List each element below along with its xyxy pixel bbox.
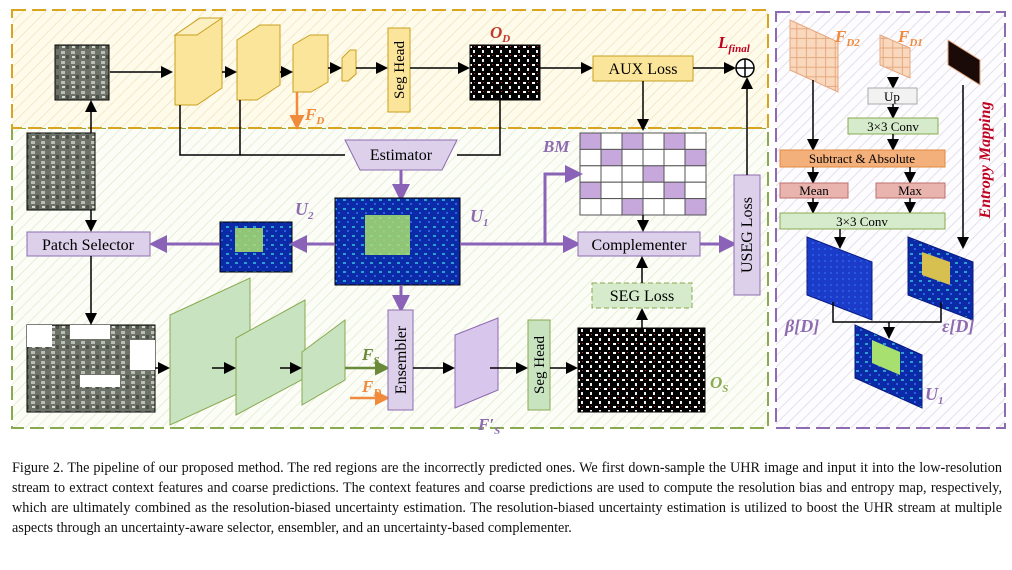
bm-cell: [621, 148, 644, 167]
beta-label: β[D]: [784, 316, 819, 336]
f-s-prime-label: F′S: [477, 415, 500, 437]
seg-head-top-label: Seg Head: [392, 41, 408, 99]
l-final-label: Lfinal: [717, 33, 751, 55]
bm-cell: [621, 181, 644, 200]
bm-cell: [684, 198, 707, 216]
bm-cell: [600, 132, 623, 150]
bm-cell: [579, 181, 602, 200]
f-d1-feature-grid: [879, 34, 911, 79]
final-prediction-image: [577, 327, 706, 413]
ensembler-box: [387, 309, 414, 411]
conv2-box: [779, 212, 946, 230]
complementer-box: [577, 231, 701, 257]
patch-selector-box: [26, 231, 151, 257]
conv2-label: 3×3 Conv: [836, 214, 888, 229]
seg-head-bottom: [527, 319, 551, 411]
bm-label: BM: [542, 137, 570, 156]
f-d-label: FD: [304, 105, 324, 127]
refined-feature-block: [454, 317, 499, 409]
bm-cell: [621, 165, 644, 183]
aux-loss-box: [592, 55, 694, 82]
bm-cell: [600, 165, 623, 183]
bm-cell: [579, 148, 602, 167]
uhr-input-image: [26, 132, 96, 211]
epsilon-label: ε[D]: [942, 316, 974, 336]
bm-cell: [684, 148, 707, 167]
max-label: Max: [898, 183, 922, 198]
bm-cell: [642, 198, 665, 216]
estimator-box: [344, 139, 458, 171]
subtract-absolute-label: Subtract & Absolute: [809, 151, 915, 166]
bm-cell: [621, 132, 644, 150]
estimator-label: Estimator: [370, 147, 433, 164]
complementer-label: Complementer: [591, 237, 687, 254]
mean-box: [779, 182, 849, 199]
bm-cell: [684, 132, 707, 150]
f-d2-label: FD2: [834, 27, 860, 49]
patch-selector-label: Patch Selector: [42, 237, 135, 254]
f-d1-label: FD1: [897, 27, 923, 49]
up-label: Up: [884, 89, 900, 104]
seg-loss-label: SEG Loss: [610, 288, 674, 305]
bm-cell: [579, 165, 602, 183]
bm-cell: [579, 198, 602, 216]
bm-cell: [663, 198, 686, 216]
bm-cell: [684, 181, 707, 200]
pipeline-diagram: FD Seg Head OD AUX Loss Lfinal Estimator…: [11, 9, 1006, 437]
bm-cell: [642, 132, 665, 150]
o-d-label: OD: [490, 23, 510, 45]
u2-label: U2: [295, 199, 314, 222]
f-d2-feature-grid: [789, 19, 839, 93]
subtract-absolute-box: [779, 149, 946, 168]
mean-label: Mean: [799, 183, 829, 198]
seg-head-top: [387, 27, 411, 113]
bm-cell: [621, 198, 644, 216]
f-d-ensembler-label: FD: [361, 377, 381, 399]
entropy-mapping-label: Entropy Mapping: [977, 102, 994, 220]
low-res-encoder: [173, 17, 357, 106]
resolution-bias-map: [806, 236, 873, 321]
seg-head-bottom-label: Seg Head: [532, 336, 548, 394]
bm-cell: [663, 148, 686, 167]
u1-label: U1: [470, 206, 489, 229]
bm-cell: [642, 165, 665, 183]
ensembler-label: Ensembler: [393, 325, 410, 394]
conv1-label: 3×3 Conv: [867, 119, 919, 134]
bm-cell: [642, 148, 665, 167]
bm-cell: [684, 165, 707, 183]
bm-cell: [663, 165, 686, 183]
bm-cell: [663, 181, 686, 200]
boundary-mask-grid: [579, 132, 707, 216]
entropy-source-image: [947, 39, 981, 86]
bm-cell: [600, 198, 623, 216]
bm-cell: [600, 181, 623, 200]
o-s-label: OS: [710, 373, 728, 395]
useg-loss-label: USEG Loss: [739, 197, 756, 273]
bm-cell: [642, 181, 665, 200]
downsampled-input-image: [54, 44, 110, 101]
bm-cell: [600, 148, 623, 167]
figure-caption: Figure 2. The pipeline of our proposed m…: [12, 460, 1002, 536]
f-s-label: FS: [361, 345, 379, 367]
high-res-encoder: [169, 277, 346, 426]
aux-loss-label: AUX Loss: [609, 61, 678, 78]
seg-loss-box: [591, 282, 693, 309]
bm-cell: [579, 132, 602, 150]
u1-right-label: U1: [925, 384, 944, 407]
coarse-prediction-image: [469, 44, 541, 101]
bm-cell: [663, 132, 686, 150]
